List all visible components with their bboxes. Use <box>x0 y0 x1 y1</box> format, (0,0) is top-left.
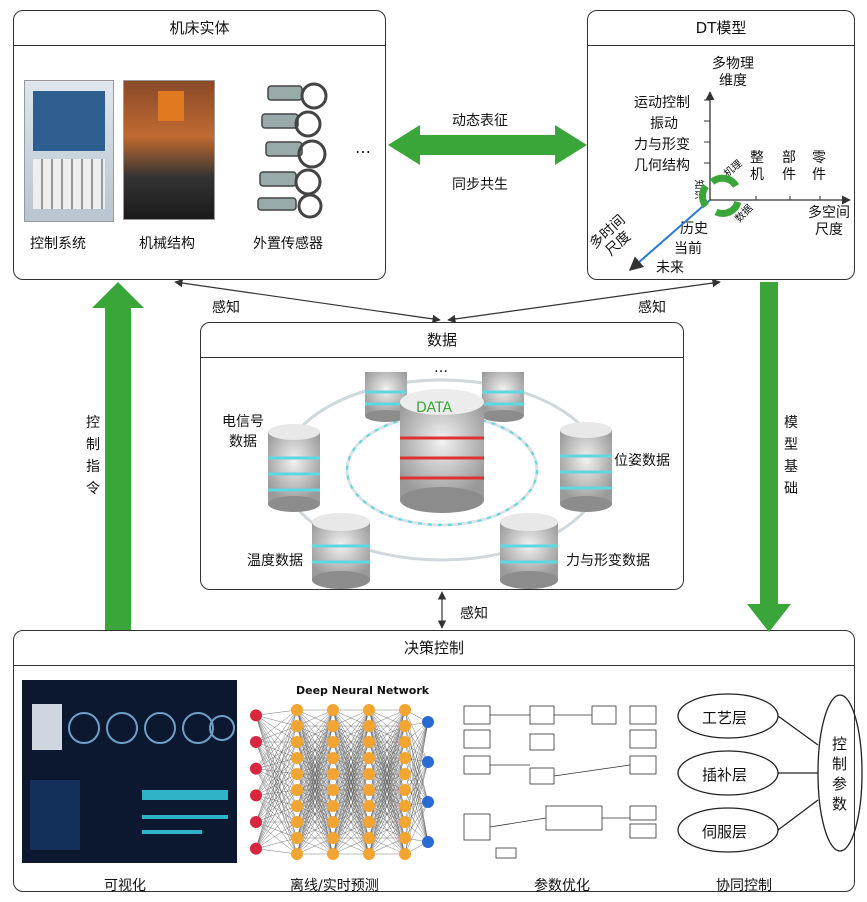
data-temperature-label: 温度数据 <box>247 553 303 569</box>
space-item-part: 部件 <box>782 150 796 183</box>
control-params-label: 控制参数 <box>832 735 848 813</box>
caption-collaborative-control: 协同控制 <box>716 878 772 894</box>
control-command-arrow <box>92 282 144 630</box>
synchronous-symbiosis-label: 同步共生 <box>452 177 508 193</box>
sense-label-right: 感知 <box>638 300 666 316</box>
space-item-component: 零件 <box>812 150 826 183</box>
control-system-label: 控制系统 <box>30 236 86 252</box>
data-cylinders <box>268 372 612 589</box>
caption-visualization: 可视化 <box>104 878 146 894</box>
space-item-machine: 整机 <box>750 150 764 183</box>
layer-process: 工艺层 <box>702 709 748 727</box>
caption-prediction: 离线/实时预测 <box>290 878 379 894</box>
control-system-image <box>24 80 114 222</box>
data-pose-label: 位姿数据 <box>614 453 670 469</box>
decision-control-title: 决策控制 <box>14 631 854 666</box>
data-force-label: 力与形变数据 <box>566 553 650 569</box>
physics-item-motion: 运动控制 <box>634 95 690 111</box>
time-item-history: 历史 <box>680 221 708 237</box>
physics-item-vibration: 振动 <box>650 116 678 132</box>
time-axis <box>628 199 711 271</box>
data-ellipsis: … <box>434 360 448 376</box>
visualization-dashboard-image <box>22 680 237 863</box>
mechanical-structure-label: 机械结构 <box>139 236 195 252</box>
dynamic-sync-arrow <box>388 125 587 165</box>
data-title: 数据 <box>201 323 683 358</box>
dynamic-representation-label: 动态表征 <box>452 113 508 129</box>
dt-model-panel: DT模型 <box>587 10 855 280</box>
axis-space-label: 多空间尺度 <box>808 205 850 238</box>
machine-ellipsis: … <box>355 138 371 157</box>
time-item-future: 未来 <box>656 260 684 276</box>
mechanical-structure-image <box>123 80 215 220</box>
external-sensors-label: 外置传感器 <box>253 236 323 252</box>
physics-item-force: 力与形变 <box>634 137 690 153</box>
data-electric-label: 电信号数据 <box>222 414 264 450</box>
dnn-title: Deep Neural Network <box>296 684 430 697</box>
sense-arrow-right <box>447 278 721 324</box>
data-center-label: DATA <box>416 400 453 416</box>
model-base-arrow <box>747 282 791 632</box>
external-sensors-image <box>248 80 340 220</box>
caption-param-optimization: 参数优化 <box>534 878 590 894</box>
machine-entity-title: 机床实体 <box>14 11 385 46</box>
parameter-optimization-chart <box>460 684 665 864</box>
layer-interpolation: 插补层 <box>702 766 748 784</box>
physics-item-geometry: 几何结构 <box>634 158 690 174</box>
sense-label-bottom: 感知 <box>460 606 488 622</box>
time-item-current: 当前 <box>674 241 702 257</box>
sense-arrow-left <box>174 278 441 324</box>
axis-physics-label: 多物理维度 <box>712 56 754 89</box>
layer-servo: 伺服层 <box>702 823 748 841</box>
dt-model-title: DT模型 <box>588 11 854 46</box>
control-command-label: 控制指令 <box>86 415 100 497</box>
model-base-label: 模型基础 <box>784 415 798 497</box>
sensors-drawing <box>257 82 328 219</box>
sense-label-left: 感知 <box>212 300 240 316</box>
cycle-icon <box>699 174 742 217</box>
